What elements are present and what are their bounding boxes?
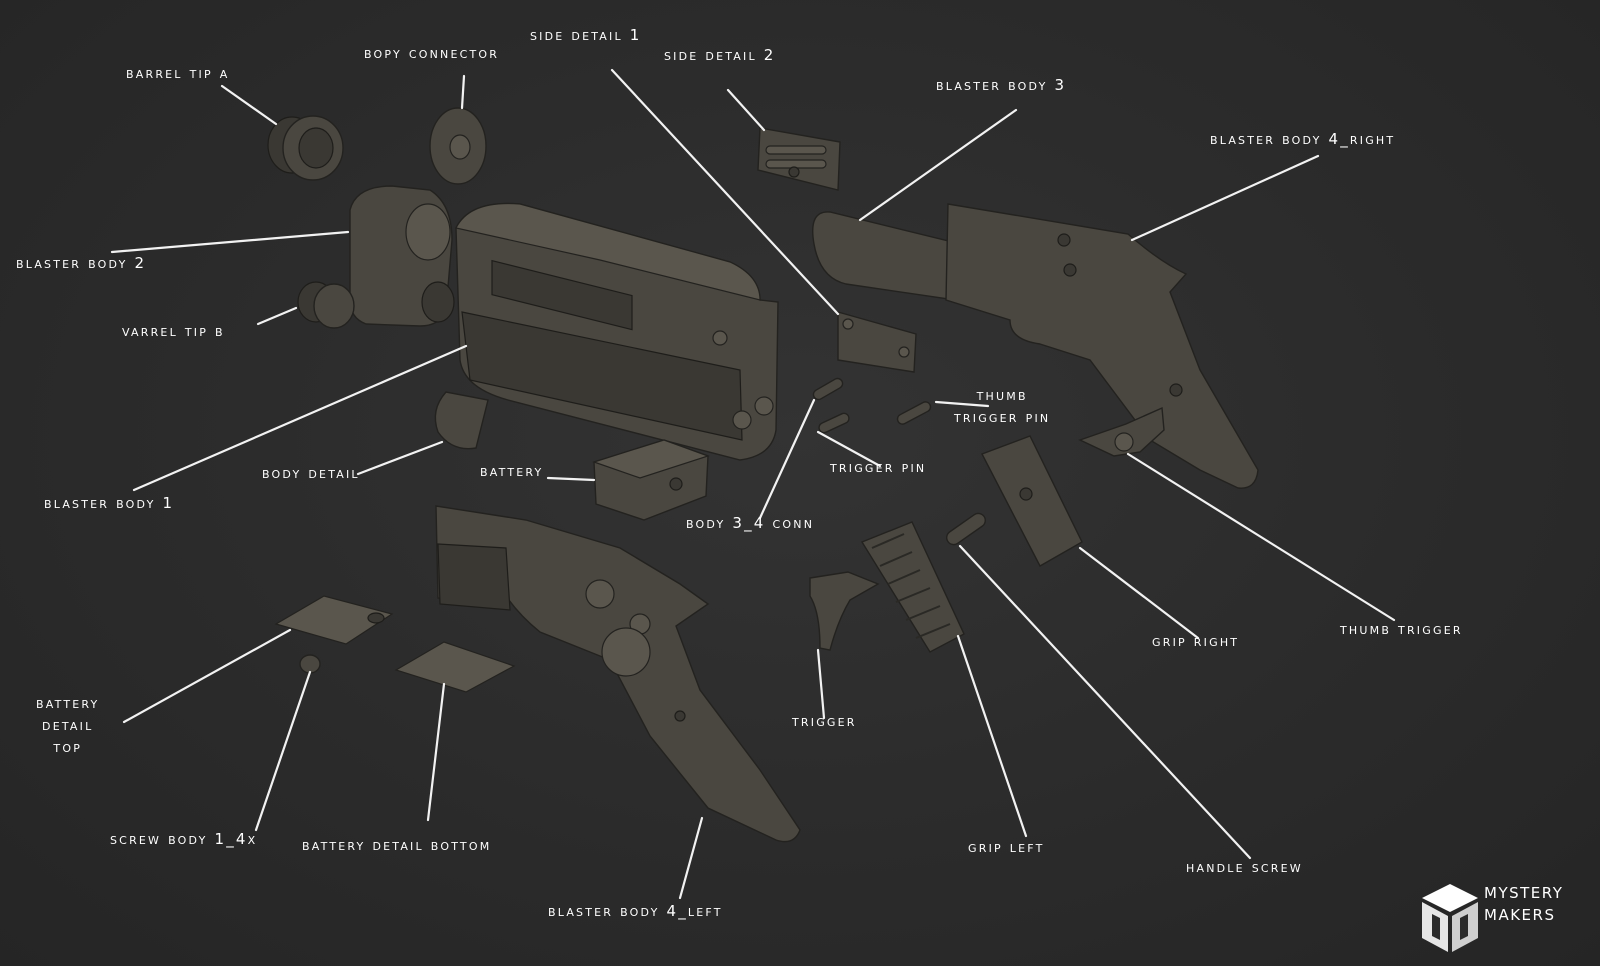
trigger-part <box>809 571 880 651</box>
label-side-detail-1: SIDE DETAIL 1 <box>530 26 642 44</box>
leader-trigger <box>816 648 826 720</box>
pins-parts <box>812 377 932 434</box>
label-side-detail-2: SIDE DETAIL 2 <box>664 46 776 64</box>
label-blaster-body-4-right: BLASTER BODY 4_RIGHT <box>1210 130 1396 148</box>
label-battery-detail-top: BATTERY DETAIL TOP <box>36 692 99 758</box>
leader-blaster-body-4-right <box>1130 154 1320 242</box>
barrel-tip-a-part <box>267 115 344 181</box>
screw-body-part <box>299 654 321 674</box>
grip-left-part <box>860 521 965 653</box>
leader-blaster-body-2 <box>110 230 350 254</box>
label-blaster-body-2: BLASTER BODY 2 <box>16 254 147 272</box>
leader-blaster-body-1 <box>132 344 468 492</box>
label-battery-detail-top-line3: TOP <box>53 738 83 756</box>
label-screw-body: SCREW BODY 1_4x <box>110 830 258 848</box>
label-battery-detail-top-line2: DETAIL <box>42 716 94 734</box>
label-grip-left: GRIP LEFT <box>968 838 1045 856</box>
handle-screw-part <box>946 512 986 546</box>
battery-detail-top-part <box>274 595 394 645</box>
side-detail-2-part <box>757 127 841 191</box>
leader-blaster-body-3 <box>858 108 1018 222</box>
label-blaster-body-1: Blaster body 1 <box>44 494 175 512</box>
label-grip-right: GRIP RIGHT <box>1152 632 1240 650</box>
leader-thumb-trigger-pin <box>934 400 990 408</box>
blaster-body-1-part <box>455 202 779 461</box>
grip-right-part <box>981 435 1083 567</box>
leader-handle-screw <box>958 544 1252 860</box>
label-thumb-trigger-pin-line2: trigger pin <box>954 408 1051 426</box>
thumb-trigger-part <box>1078 406 1165 457</box>
leader-blaster-body-4-left <box>678 816 704 900</box>
label-thumb-trigger-pin-line1: Thumb <box>976 386 1028 404</box>
brand-line2: MAKERS <box>1484 906 1556 924</box>
label-battery-detail-bottom: BATTERY DETAIL BOTTOM <box>302 836 492 854</box>
label-trigger-pin: TRIGGER PIN <box>830 458 927 476</box>
blaster-body-4-left-part <box>435 505 801 843</box>
label-body-connector: BOPY CONNECTOR <box>364 44 500 62</box>
leader-battery <box>546 476 596 482</box>
label-blaster-body-4-left: BLASTER BODY 4_LEFT <box>548 902 723 920</box>
leader-varrel-tip-b <box>256 306 298 326</box>
blaster-body-4-right-part <box>945 203 1259 489</box>
label-barrel-tip-a: BARREL TIP A <box>126 64 230 82</box>
label-trigger: TRIGGER <box>792 712 857 730</box>
leader-trigger-pin <box>816 430 882 468</box>
battery-part <box>592 439 710 521</box>
leader-grip-right <box>1078 546 1200 640</box>
mystery-makers-logo: MYSTERY MAKERS <box>1418 880 1588 960</box>
leader-thumb-trigger <box>1126 452 1396 622</box>
leader-battery-detail-top <box>122 628 292 724</box>
blaster-body-2-part <box>349 185 455 327</box>
side-detail-1-part <box>837 311 917 373</box>
label-blaster-body-3: BLASTER BODY 3 <box>936 76 1067 94</box>
leader-body-3-4-conn <box>758 398 816 520</box>
brand-line1: MYSTERY <box>1484 884 1564 902</box>
label-thumb-trigger: THUMB TRIGGER <box>1340 620 1463 638</box>
leader-body-connector <box>460 74 466 110</box>
body-connector-part <box>429 107 487 185</box>
leader-grip-left <box>956 634 1028 838</box>
label-battery-detail-top-line1: BATTERY <box>36 694 100 712</box>
battery-detail-bottom-part <box>394 641 516 693</box>
leader-barrel-tip-a <box>220 84 278 126</box>
label-body-detail: BODY DETAIL <box>262 464 360 482</box>
label-battery: BATTERY <box>480 462 544 480</box>
label-thumb-trigger-pin: Thumb trigger pin <box>954 384 1050 428</box>
leader-screw-body <box>254 670 312 832</box>
label-handle-screw: HANDLE SCREW <box>1186 858 1303 876</box>
varrel-tip-b-part <box>297 281 355 329</box>
cube-logo-icon <box>1422 884 1478 952</box>
leader-battery-detail-bottom <box>426 682 446 822</box>
leader-lines <box>110 68 1396 900</box>
leader-side-detail-1 <box>610 68 840 316</box>
leader-body-detail <box>356 440 444 476</box>
body-detail-part <box>434 391 489 450</box>
label-body-3-4-conn: BODY 3_4 CONN <box>686 514 815 532</box>
label-varrel-tip-b: VARREL TIP B <box>122 322 225 340</box>
leader-side-detail-2 <box>726 88 766 132</box>
